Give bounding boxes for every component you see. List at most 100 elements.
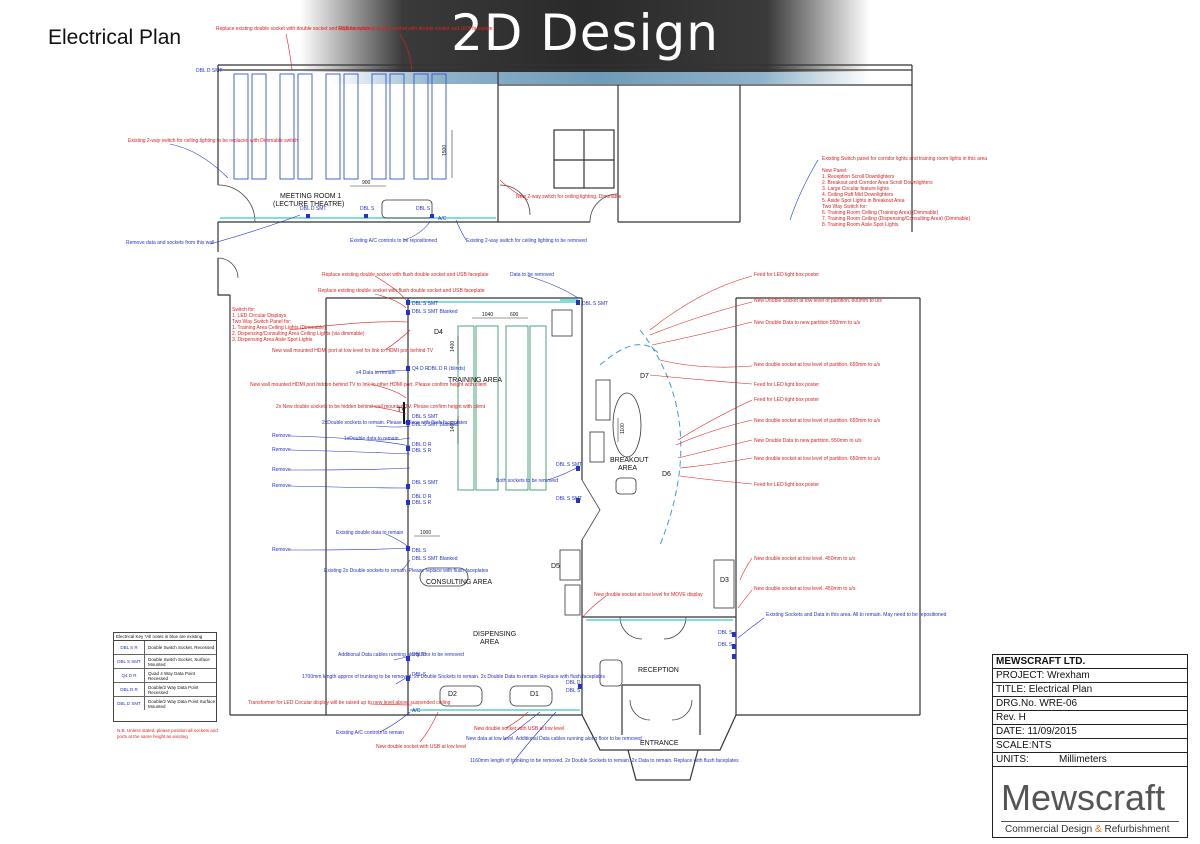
sym-22: DBL S [412,672,427,678]
electrical-key-title: Electrical Key *All notes in blue are ex… [114,633,216,641]
note-blue-10: Remove [272,467,291,473]
logo-wordmark: Mewscraft [1001,777,1166,818]
note-red-28: New double socket at low level for MOVE … [594,592,703,598]
note-red-13: New wall mounted HDMI port at low level … [272,348,434,354]
note-red-33: New Panel: [822,168,848,174]
key-symbol: Q4 D R [114,669,145,682]
label-d3: D3 [720,577,729,584]
socket-markers [306,214,736,689]
tb-units-label: UNITS: [996,754,1029,765]
note-red-5: Replace existing double socket with flus… [322,272,489,278]
label-d1: D1 [530,691,539,698]
note-red-32: Existing Switch panel for corridor light… [822,156,987,162]
note-blue-16: Existing Sockets and Data in this area. … [766,612,947,618]
furniture [381,199,735,707]
key-symbol: DBL D SMT [114,697,145,710]
logo-underline [1001,821,1179,822]
sym-10: DBL D R (blinds) [428,366,466,372]
note-blue-20: New data at low level. Additional Data c… [466,736,642,742]
note-red-30: New double socket with USB at low level [376,744,466,750]
sym-17: DBL S R [412,500,432,506]
page-title: Electrical Plan [48,26,182,49]
key-row: Q4 D R Quad 4 Way Data Point Recessed [114,669,216,683]
sym-4: DBL S [416,206,431,212]
socket-labels: DBL D SMT DBL D SMT DBL S DBL S A/C DBL … [196,68,733,714]
note-red-9: Two Way Switch Panel for: [232,319,291,325]
sym-15: DBL S SMT [412,480,438,486]
sym-12: DBL S SMT Blanked [412,422,458,428]
note-red-11: 2. Dispensing/Consulting Area Ceiling Li… [232,331,365,337]
label-d7: D7 [640,373,649,380]
note-blue-13: Both sockets to be removed [496,478,558,484]
note-red-38: 5. Aside Spot Lights in Breakout Area [822,198,905,204]
key-description: Double/2 Way Data Point Surface Mounted [148,698,216,709]
note-red-29: Transformer for LED Circular display wil… [248,700,451,706]
banner-strip [330,72,870,84]
note-red-31: New double socket with USB at low level [474,726,564,732]
label-d2: D2 [448,691,457,698]
trunking-lines [220,217,733,711]
tb-date: DATE: 11/09/2015 [993,725,1187,739]
banner [300,0,870,72]
note-red-22: New double socket at low level of partit… [754,418,881,424]
title-block: MEWSCRAFT LTD. PROJECT: Wrexham TITLE: E… [992,654,1188,838]
room-entrance: ENTRANCE [640,740,679,747]
note-red-24: New double socket at low level of partit… [754,456,881,462]
sym-19: DBL S SMT [556,496,582,502]
sym-9: Q4 D R [412,366,429,372]
sym-13: DBL D R [412,442,432,448]
sym-14: DBL S R [412,448,432,454]
training-tables [457,325,547,491]
tb-project: PROJECT: Wrexham [993,669,1187,683]
sym-2: DBL D SMT [196,68,222,74]
note-red-1: Replace existing double socket with doub… [216,26,371,32]
note-red-23: New Double Data to new partition. 550mm … [754,438,862,444]
note-blue-2: Existing A/C controls to be repositioned [350,238,437,244]
tb-company: MEWSCRAFT LTD. [993,655,1187,669]
sym-1: DBL D SMT [300,206,326,212]
note-blue-17: Additional Data cables running along flo… [338,652,464,658]
label-d5: D5 [551,563,560,570]
note-blue-1: Remove data and sockets from this wall [126,240,214,246]
room-consulting: CONSULTING AREA [426,579,492,586]
note-blue-19: Existing A/C controls to remain [336,730,404,736]
note-red-12: 3. Dispensing Area Aisle Spot Lights [232,337,313,343]
note-blue-12: Remove [272,547,291,553]
label-tv: TV [397,407,406,414]
dim-1500: 1500 [442,145,448,156]
key-row: DBL S SMT Double Switch Socket, Surface … [114,655,216,669]
note-red-8: 1. LED Circular Displays [232,313,287,319]
note-red-14: New wall mounted HDMI port hidden behind… [250,382,487,388]
tagline-ampersand: & [1095,824,1102,835]
label-d6: D6 [662,471,671,478]
key-row: DBL D R Double/2 Way Data Point Recessed [114,683,216,697]
key-description: Double Switch Socket, Surface Mounted [148,656,210,667]
tb-revision: Rev. H [993,711,1187,725]
note-blue-8: Remove [272,433,291,439]
sym-23: DBL D [412,652,427,658]
logo-tagline: Commercial Design & Refurbishment [1005,824,1170,835]
tagline-end: Refurbishment [1101,824,1170,835]
key-symbol: DBL S R [114,641,145,654]
dim-1000: 1000 [420,530,431,536]
tb-drawing-number: DRG.No. WRE-06 [993,697,1187,711]
room-meeting-1: MEETING ROOM 1 [280,193,342,200]
note-blue-4: Data to be removed [510,272,554,278]
note-red-10: 1. Training Area Ceiling Lights (Dimmabl… [232,325,326,331]
sym-7: DBL S SMT Blanked [412,309,458,315]
key-description: Double/2 Way Data Point Recessed [148,684,199,695]
note-red-36: 3. Large Circular feature lights [822,186,889,192]
key-description: Quad 4 Way Data Point Recessed [148,670,196,681]
tb-units-value: Millimeters [1059,754,1107,765]
walls [217,64,921,781]
key-description: Double Switch Socket, Recessed [148,645,215,650]
note-red-2: Replace existing double socket with doub… [338,26,493,32]
note-red-6: Replace existing double socket with flus… [318,288,485,294]
note-red-41: 7. Training Room Ceiling (Dispensing/Con… [822,216,970,222]
note-red-26: New double socket at low level. 450mm to… [754,556,856,562]
note-blue-5: x4 Data to remain [356,370,396,376]
red-leaders [285,33,753,743]
note-blue-3: Existing 2-way switch for ceiling lighti… [466,238,587,244]
lecture-seats [233,73,447,180]
dim-1100: 1100 [620,423,626,434]
